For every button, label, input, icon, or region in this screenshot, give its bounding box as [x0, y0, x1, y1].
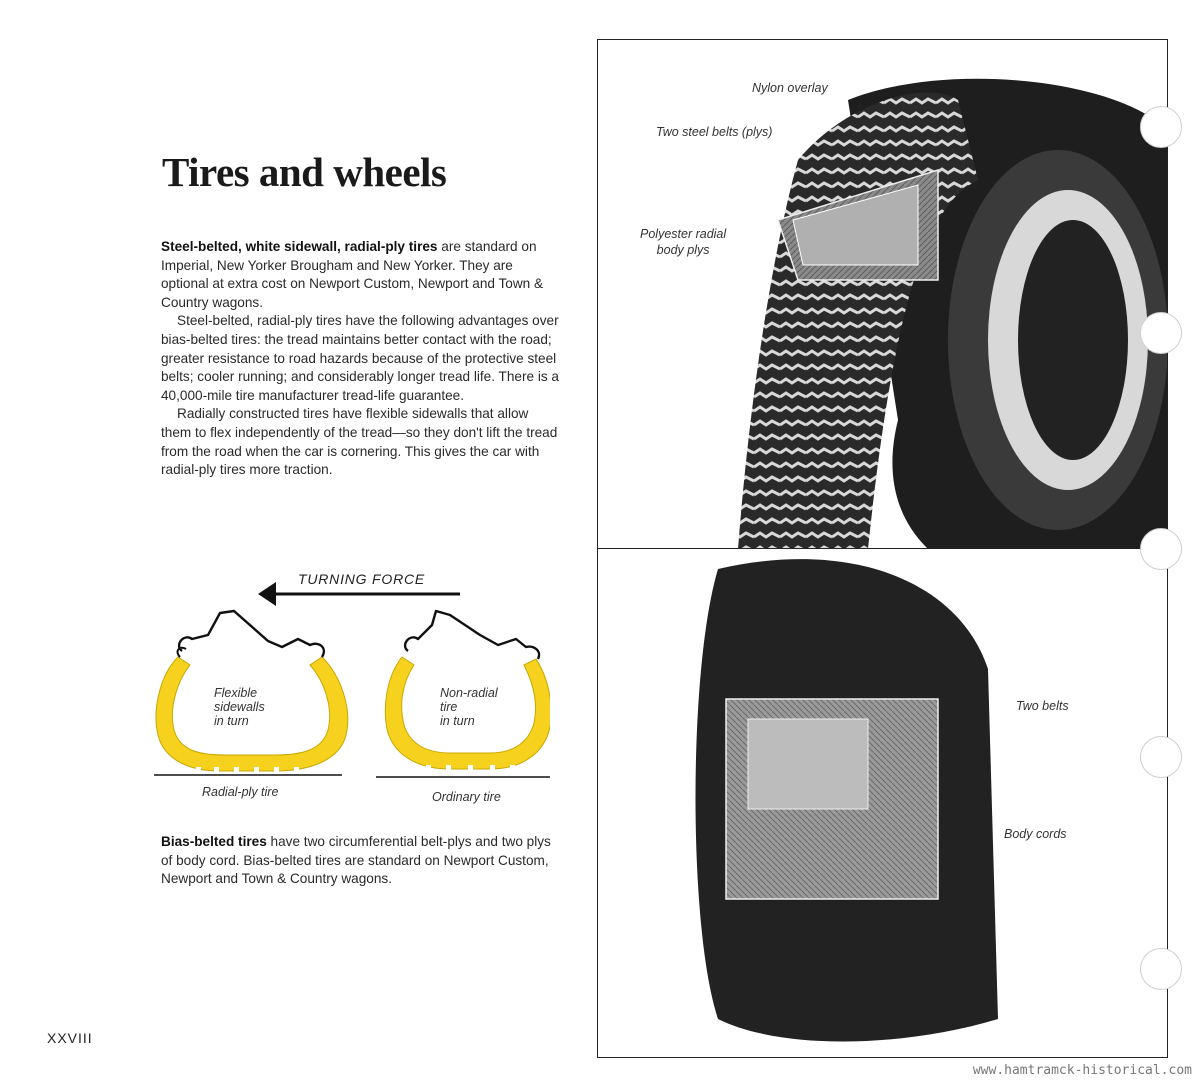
ordinary-caption: Ordinary tire [432, 790, 501, 804]
intro-paragraph-3: Radially constructed tires have flexible… [161, 406, 558, 478]
intro-paragraph-2: Steel-belted, radial-ply tires have the … [161, 313, 559, 403]
polyester-plys-label: Polyester radial body plys [640, 227, 727, 257]
page-number: XXVIII [47, 1030, 93, 1046]
site-watermark: www.hamtramck-historical.com [972, 1063, 1192, 1078]
radial-caption: Radial-ply tire [202, 785, 279, 799]
body-cords-label: Body cords [1004, 827, 1067, 841]
arrow-left-icon [258, 582, 460, 606]
binder-tab [1140, 948, 1182, 990]
turning-force-diagram: TURNING FORCE [154, 571, 550, 778]
intro-lead-rest: are standard on Imperial, New Yorker Bro… [161, 239, 544, 310]
intro-text: Steel-belted, white sidewall, radial-ply… [161, 238, 561, 480]
two-belts-label: Two belts [1016, 699, 1069, 713]
radial-tire-illustration [738, 78, 1167, 549]
bias-tire-photo [597, 548, 1168, 1058]
ordinary-tire-shape [384, 609, 550, 770]
page-title: Tires and wheels [162, 149, 447, 195]
bias-lead-bold: Bias-belted tires [161, 834, 267, 849]
binder-tab [1140, 528, 1182, 570]
bias-lead-rest: have two circumferential belt-plys and t… [161, 834, 551, 887]
radial-tire-shape [155, 609, 349, 772]
binder-tab [1140, 736, 1182, 778]
ordinary-inner-label: Non-radial tire in turn [440, 686, 498, 728]
radial-tire-photo [597, 39, 1168, 550]
binder-tab [1140, 312, 1182, 354]
nylon-overlay-label: Nylon overlay [752, 81, 828, 95]
bias-tire-illustration [695, 559, 998, 1042]
radial-inner-label: Flexible sidewalls in turn [214, 686, 265, 728]
bias-text: Bias-belted tires have two circumferenti… [161, 833, 561, 889]
bias-paragraph: Bias-belted tires have two circumferenti… [161, 833, 561, 889]
steel-belts-label: Two steel belts (plys) [656, 125, 773, 139]
intro-paragraph-1: Steel-belted, white sidewall, radial-ply… [161, 238, 561, 312]
binder-tab [1140, 106, 1182, 148]
intro-lead-bold: Steel-belted, white sidewall, radial-ply… [161, 239, 438, 254]
turning-force-label: TURNING FORCE [298, 571, 425, 587]
